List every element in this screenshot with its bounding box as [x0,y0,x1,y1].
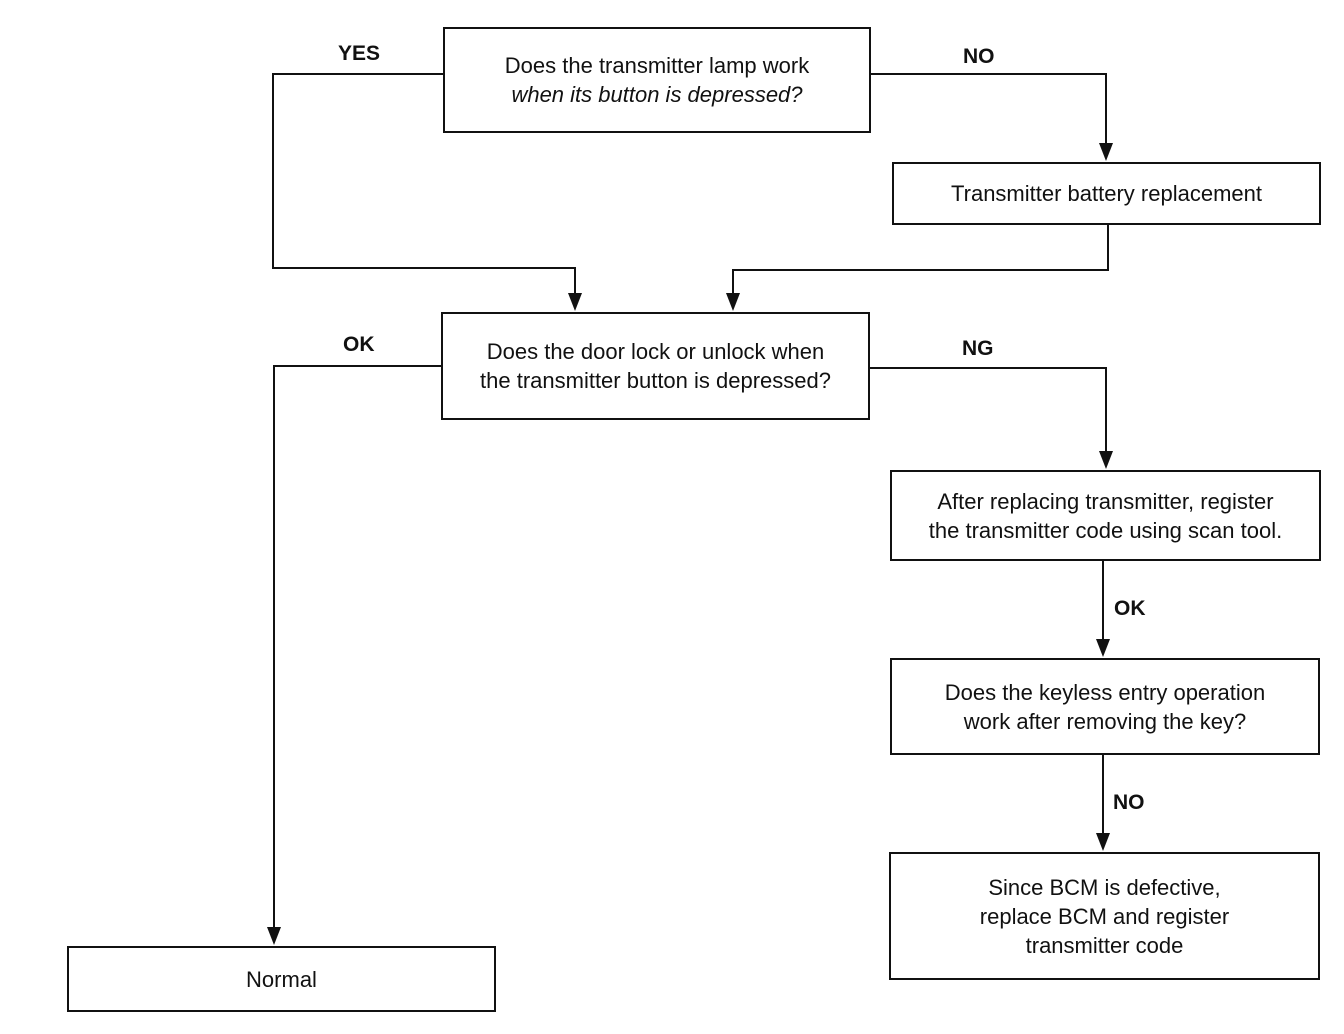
node-lamp-question-line1: Does the transmitter lamp work [504,53,810,78]
node-door-question-line1: Does the door lock or unlock when [486,339,825,364]
edge-no-top [870,73,1107,146]
node-battery-replacement: Transmitter battery replacement [892,162,1321,225]
node-replace-transmitter-line2: the transmitter code using scan tool. [928,517,1283,543]
edge-label-ok-right: OK [1114,597,1146,620]
arrowhead-no-bottom [1096,833,1110,851]
edge-ok-left [273,365,441,930]
edge-label-no-top: NO [963,45,995,68]
node-lamp-question: Does the transmitter lamp work when its … [443,27,871,133]
edge-label-ok-left: OK [343,333,375,356]
node-replace-transmitter: After replacing transmitter, register th… [890,470,1321,561]
node-door-question: Does the door lock or unlock when the tr… [441,312,870,420]
arrowhead-ok-left [267,927,281,945]
node-keyless-question: Does the keyless entry operation work af… [890,658,1320,755]
arrowhead-no-top [1099,143,1113,161]
node-normal: Normal [67,946,496,1012]
node-replace-transmitter-line1: After replacing transmitter, register [937,488,1274,514]
node-bcm-replacement-line3: transmitter code [1025,932,1184,958]
edge-ng [869,367,1107,454]
edge-label-yes: YES [338,42,381,65]
node-battery-replacement-text: Transmitter battery replacement [951,181,1262,206]
node-door-question-line2: the transmitter button is depressed? [480,368,831,393]
edge-label-no-bottom: NO [1113,791,1145,814]
node-bcm-replacement-line1: Since BCM is defective, [988,874,1221,900]
node-lamp-question-line2: when its button is depressed? [511,82,803,107]
node-keyless-question-line1: Does the keyless entry operation [944,679,1266,705]
edge-label-ng: NG [962,337,994,360]
arrowhead-ng [1099,451,1113,469]
edge-battery-to-door [732,225,1109,296]
node-bcm-replacement-line2: replace BCM and register [979,903,1230,929]
node-bcm-replacement: Since BCM is defective, replace BCM and … [889,852,1320,980]
node-keyless-question-line2: work after removing the key? [963,708,1247,734]
edge-yes [272,73,576,296]
arrowhead-ok-right [1096,639,1110,657]
arrowhead-battery-to-door [726,293,740,311]
node-normal-text: Normal [246,966,317,992]
arrowhead-yes [568,293,582,311]
